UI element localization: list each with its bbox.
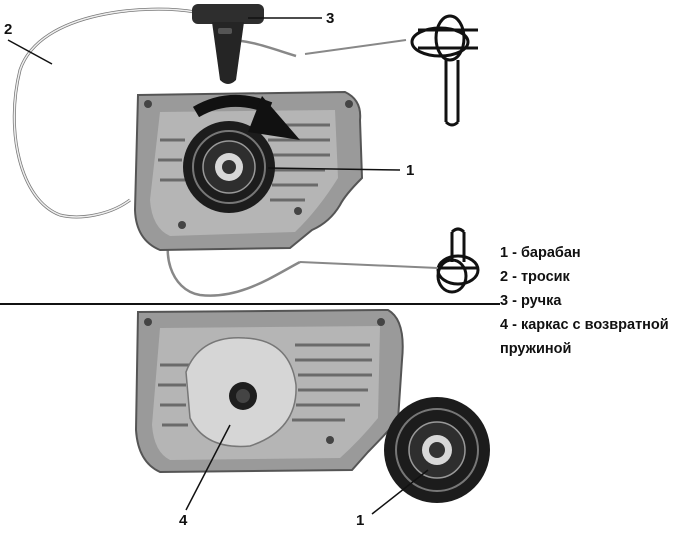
knot-middle <box>436 227 480 294</box>
leader-housing <box>185 424 231 511</box>
cord-to-knot-mid <box>299 261 439 269</box>
leader-cord <box>7 39 53 65</box>
legend-item-housing: 4 - каркас с возвратной <box>500 317 669 333</box>
knot-top <box>410 14 478 127</box>
drum-bottom <box>384 397 490 503</box>
legend-item-cord: 2 - тросик <box>500 269 570 285</box>
legend: 1 - барабан 2 - тросик 3 - ручка 4 - кар… <box>500 241 669 361</box>
legend-item-housing-cont: пружиной <box>500 341 572 357</box>
rotation-arrow <box>192 94 300 140</box>
callout-drum-bottom: 1 <box>356 512 365 529</box>
drum-top <box>183 121 275 213</box>
leader-drum-bottom <box>371 469 429 515</box>
legend-item-handle: 3 - ручка <box>500 293 562 309</box>
leader-drum-top <box>267 167 401 171</box>
callout-housing: 4 <box>179 512 188 529</box>
callout-handle: 3 <box>326 10 335 27</box>
starter-handle <box>192 4 264 84</box>
callout-cord: 2 <box>4 21 13 38</box>
legend-item-drum: 1 - барабан <box>500 245 581 261</box>
callout-drum-top: 1 <box>406 162 415 179</box>
cord-to-knot-top <box>304 39 407 55</box>
spring-cover-plate <box>185 337 297 448</box>
